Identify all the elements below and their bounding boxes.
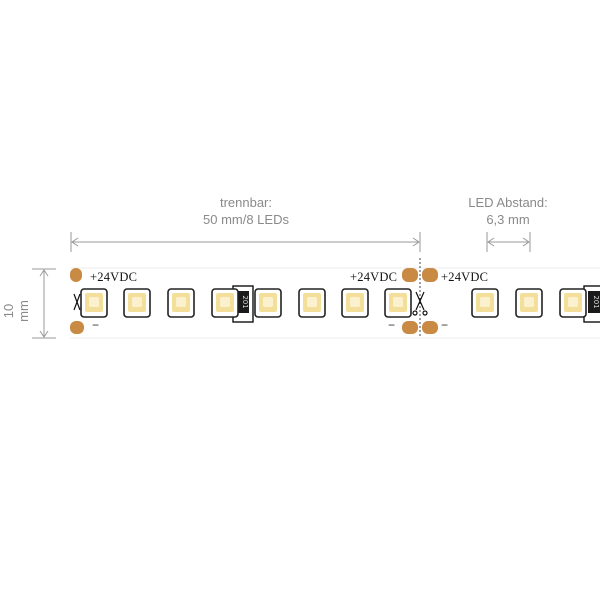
led-strip-body [70,268,600,338]
led-pitch-label: LED Abstand: 6,3 mm [448,194,568,228]
led-chip [559,288,587,318]
scissors-icon-left [73,293,81,311]
pitch-label-line2: 6,3 mm [486,212,530,227]
led-pitch-dimension [486,232,531,252]
cut-label-line2: 50 mm/8 LEDs [203,212,289,227]
led-chip [471,288,499,318]
solder-pads-cut [402,268,438,334]
led-chip [211,288,239,318]
led-chip [80,288,108,318]
cut-label-line1: trennbar: [219,195,273,210]
resistor-label: 201 [592,295,600,308]
led-chip [384,288,412,318]
solder-pads-left [70,268,84,334]
pitch-label-line1: LED Abstand: [468,195,548,210]
minus-label: − [441,318,449,332]
minus-label: − [388,318,396,332]
cut-length-dimension [70,232,421,252]
height-label: 10 mm [1,300,31,322]
scissors-icon [412,291,428,316]
led-chip [341,288,369,318]
resistor-chip: 201 [583,285,600,323]
leds [80,288,587,318]
cut-length-label: trennbar: 50 mm/8 LEDs [146,194,346,228]
resistor-label: 201 [241,295,249,308]
led-chip [254,288,282,318]
voltage-label: +24VDC [441,270,489,284]
led-chip [123,288,151,318]
led-chip [298,288,326,318]
led-chip [515,288,543,318]
voltage-label: +24VDC [350,270,398,284]
minus-label: − [92,318,100,332]
height-dimension [32,268,56,339]
led-chip [167,288,195,318]
voltage-label: +24VDC [90,270,138,284]
